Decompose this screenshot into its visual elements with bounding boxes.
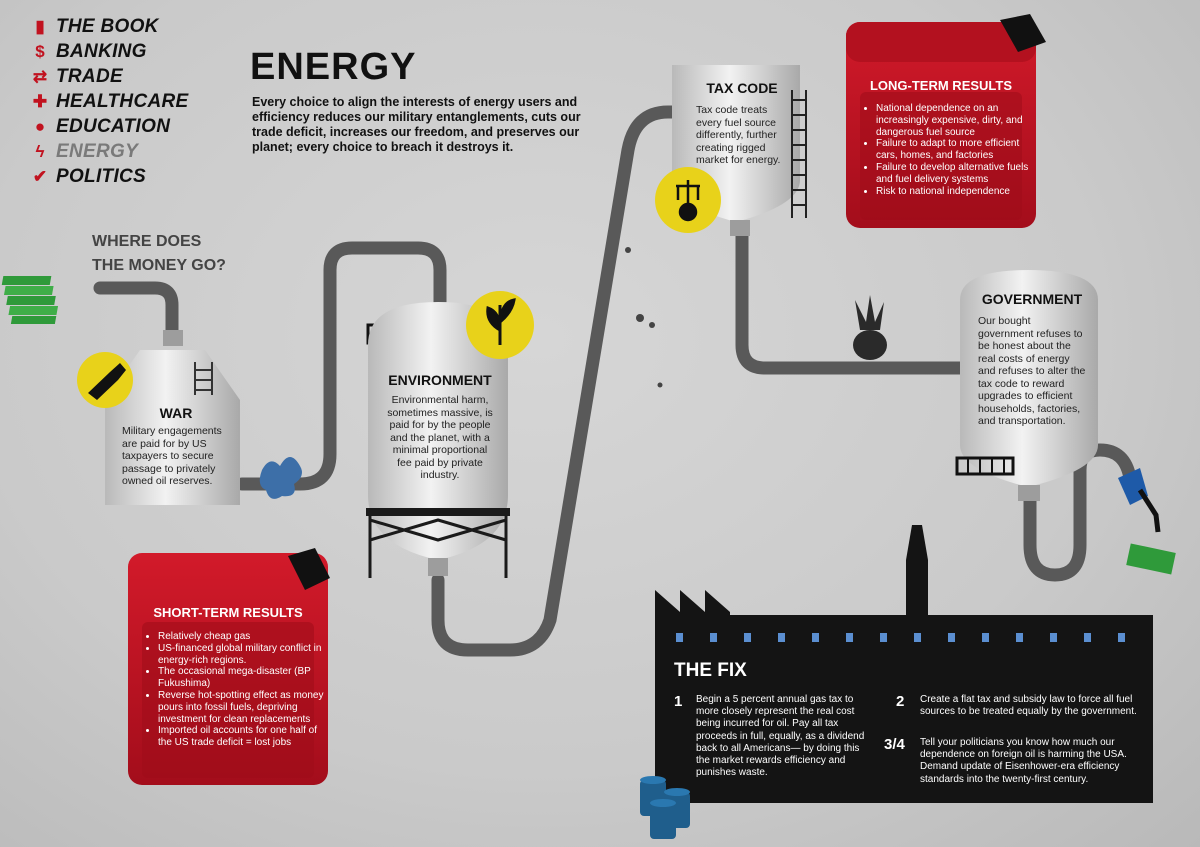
pipe-environment-to-taxcode [431,105,695,657]
list-item: US-financed global military conflict in … [158,643,330,667]
list-item: Failure to adapt to more efficient cars,… [876,138,1038,162]
page-subtitle: Every choice to align the interests of e… [252,95,581,154]
war-heading: WAR [159,405,193,421]
short-term-list: Relatively cheap gas US-financed global … [144,631,330,749]
apple-icon: ● [34,116,46,136]
environment-text: ENVIRONMENT Environmental harm, sometime… [384,372,496,482]
lightning-icon: ϟ [35,141,45,161]
government-body: Our bought government refuses to be hone… [978,315,1086,427]
war-tank [105,330,240,505]
taxcode-heading: TAX CODE [706,80,778,96]
environment-body: Environmental harm, sometimes massive, i… [387,394,493,481]
list-item: Imported oil accounts for one half of th… [158,725,330,749]
long-term-list: National dependence on an increasingly e… [862,103,1038,197]
oil-barrels-icon [640,776,690,839]
nav-item-politics[interactable]: ✔ POLITICS [30,164,188,189]
nav-label: EDUCATION [56,115,171,137]
nav-item-banking[interactable]: $ BANKING [30,39,188,64]
short-term-card [128,548,330,785]
nav-label: POLITICS [56,165,147,187]
fix-number-1: 1 [674,693,683,710]
nav-item-energy[interactable]: ϟ ENERGY [30,139,188,164]
gas-nozzle-icon [1118,468,1161,533]
nav-item-education[interactable]: ● EDUCATION [30,114,188,139]
government-text: GOVERNMENT Our bought government refuses… [978,291,1086,428]
checkmark-icon: ✔ [32,166,48,186]
fix-text-2: Create a flat tax and subsidy law to for… [920,694,1137,718]
category-nav: ▮ THE BOOK $ BANKING ⇄ TRADE ✚ HEALTHCAR… [30,14,188,189]
pipe-war-to-environment [235,241,447,491]
taxcode-text: TAX CODE Tax code treats every fuel sour… [696,80,788,167]
nav-label: ENERGY [56,140,139,162]
long-term-heading: LONG-TERM RESULTS [869,78,1013,93]
where-money-line1: WHERE DOES [92,233,202,250]
pipe-money-to-war [93,281,179,342]
factory-windows [676,633,1125,642]
pipe-leak-icon [259,457,302,499]
list-item: Failure to develop alternative fuels and… [876,162,1038,186]
leaf-icon [486,298,516,345]
nav-label: BANKING [56,40,147,62]
list-item: Relatively cheap gas [158,631,330,643]
environment-heading: ENVIRONMENT [388,372,492,388]
nav-item-healthcare[interactable]: ✚ HEALTHCARE [30,89,188,114]
nav-item-trade[interactable]: ⇄ TRADE [30,64,188,89]
where-money-heading: WHERE DOES THE MONEY GO? [92,230,226,278]
government-tank [955,270,1098,501]
taxcode-body: Tax code treats every fuel source differ… [696,104,781,166]
fix-text-3: Tell your politicians you know how much … [920,737,1127,785]
short-term-heading: SHORT-TERM RESULTS [153,605,303,620]
government-heading: GOVERNMENT [981,291,1083,307]
nav-label: THE BOOK [56,15,159,37]
list-item: National dependence on an increasingly e… [876,103,1038,138]
list-item: Risk to national independence [876,186,1038,198]
war-text: WAR Military engagements are paid for by… [122,405,230,488]
sun-scale-icon [676,180,700,222]
nav-label: TRADE [56,65,123,87]
page-title: ENERGY [250,46,417,88]
fix-heading: THE FIX [674,660,747,681]
list-item: Reverse hot-spotting effect as money pou… [158,690,330,725]
nav-item-the-book[interactable]: ▮ THE BOOK [30,14,188,39]
dollar-bill-icon [1126,543,1176,575]
factory-silhouette [655,525,1153,803]
fix-text-1: Begin a 5 percent annual gas tax to more… [696,694,865,779]
dollar-icon: $ [35,41,45,61]
money-stack-icon [1,276,59,324]
cross-icon: ✚ [32,91,48,111]
fix-number-2: 2 [896,693,905,710]
long-term-card [846,14,1046,228]
bomb-icon [88,363,126,400]
beet-icon [853,295,887,360]
where-money-line2: THE MONEY GO? [92,257,226,274]
trade-arrows-icon: ⇄ [32,66,48,86]
fuel-hose [1023,443,1137,582]
environment-tank [366,302,510,578]
fix-number-3: 3/4 [884,736,905,753]
list-item: The occasional mega-disaster (BP Fukushi… [158,666,330,690]
nav-label: HEALTHCARE [56,90,189,112]
war-body: Military engagements are paid for by US … [122,425,222,487]
oil-drips [625,247,663,388]
book-icon: ▮ [35,16,45,36]
